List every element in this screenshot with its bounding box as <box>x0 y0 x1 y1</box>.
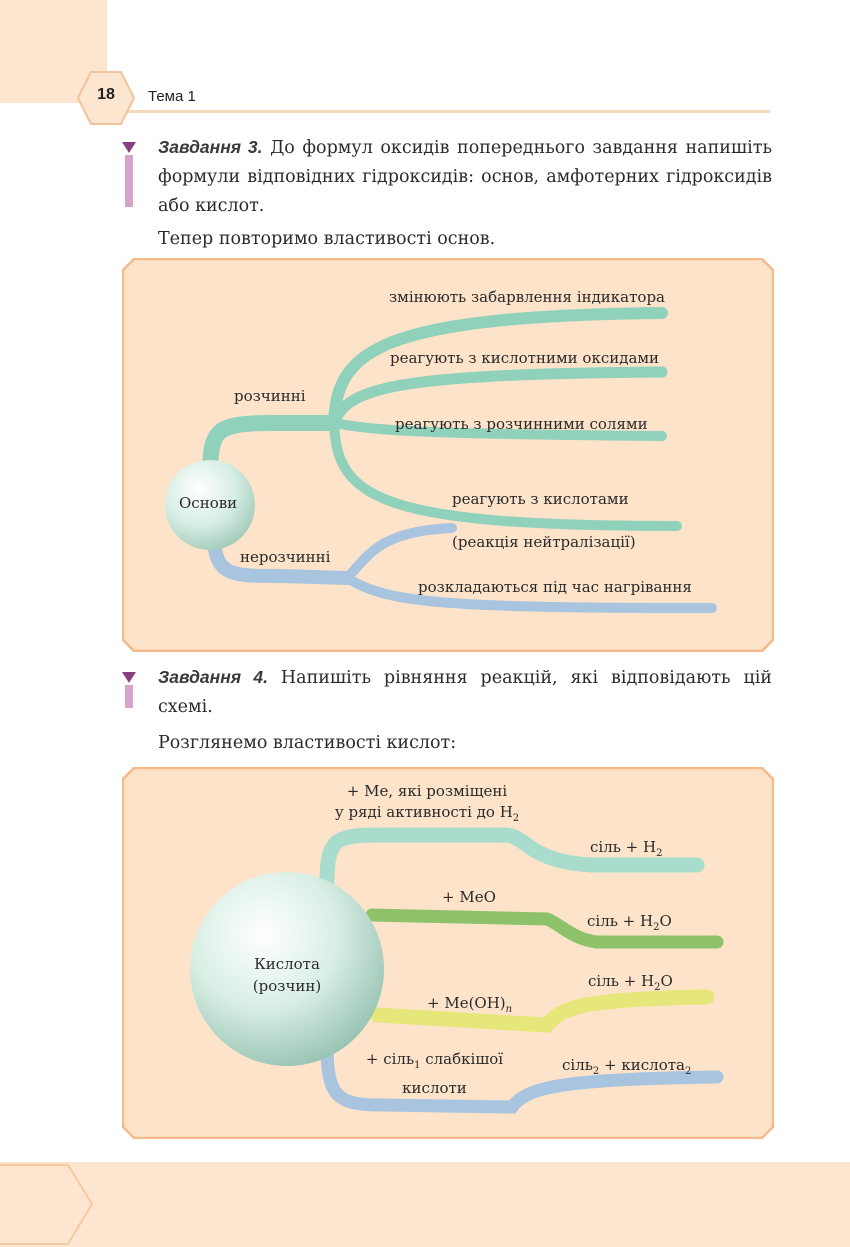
teal-branch-2 <box>328 366 668 429</box>
page-number-hexagon <box>76 71 136 125</box>
property-acid-oxides: реагують з кислотними оксидами <box>390 349 660 367</box>
task4-label: Завдання 4. <box>158 667 268 687</box>
property-acids: реагують з кислотами <box>452 490 629 508</box>
metal-condition-line2: у ряді активності до H2 <box>334 803 520 824</box>
blue-branch-2 <box>342 573 717 613</box>
task3-body: До формул оксидів попереднього завдання … <box>158 138 772 216</box>
bottom-tab-decoration <box>0 1164 94 1245</box>
topic-label: Тема 1 <box>148 88 196 105</box>
soluble-branch <box>202 415 342 474</box>
teal-branch-3 <box>329 418 667 441</box>
metal-hydroxide-label: + Me(OH)n <box>427 994 513 1015</box>
task4-text: Завдання 4. Напишіть рівняння реакцій, я… <box>158 663 772 722</box>
bottom-band <box>0 1162 850 1247</box>
page-number: 18 <box>97 86 115 103</box>
acid-meo-branch <box>365 908 724 949</box>
property-soluble-salts: реагують з розчинними солями <box>395 415 648 433</box>
intro-bases: Тепер повторимо властивості основ. <box>158 229 496 249</box>
acids-diagram: Кислота (розчин) + Ме, які розміщені у р… <box>122 767 774 1139</box>
intro-acids: Розглянемо властивості кислот: <box>158 733 457 753</box>
task3-text: Завдання 3. До формул оксидів попередньо… <box>158 133 772 221</box>
task4-body: Напишіть рівняння реакцій, які відповіда… <box>158 668 772 717</box>
insoluble-branch <box>207 536 354 585</box>
metal-condition-label: + Ме, які розміщені у ряді активності до… <box>312 781 542 829</box>
task3-label: Завдання 3. <box>158 137 263 157</box>
acid-sphere <box>190 872 384 1066</box>
acid-salt-branch <box>320 1038 724 1114</box>
acid-center-line2: (розчин) <box>252 977 322 995</box>
bases-diagram: Основи розчинні нерозчинні змінюють заба… <box>122 258 774 652</box>
product-salt-water-2: сіль + H2O <box>588 972 673 993</box>
metal-condition-line1: + Ме, які розміщені <box>346 782 508 800</box>
acid-me-branch <box>319 827 705 890</box>
product-salt-acid: сіль2 + кислота2 <box>562 1056 692 1077</box>
property-indicator: змінюють забарвлення індикатора <box>389 288 665 306</box>
weaker-acid-salt-label: + сіль1 слабкішої кислоти <box>352 1048 517 1099</box>
product-salt-water-1: сіль + H2O <box>587 912 672 933</box>
bases-sphere <box>165 460 255 550</box>
header-rule <box>107 110 770 113</box>
acid-center-label: Кислота (розчин) <box>242 953 332 997</box>
acids-diagram-graphic <box>122 767 774 1139</box>
property-neutralization: (реакція нейтралізації) <box>452 533 636 551</box>
weaker-acid-salt-line1: + сіль1 слабкішої <box>365 1050 504 1071</box>
bases-diagram-graphic <box>122 258 774 652</box>
insoluble-label: нерозчинні <box>240 548 331 566</box>
bases-center-label: Основи <box>179 494 238 512</box>
weaker-acid-salt-line2: кислоти <box>402 1079 467 1097</box>
metal-oxide-label: + MeO <box>442 888 496 906</box>
product-salt-hydrogen: сіль + H2 <box>590 838 663 859</box>
teal-branch-1 <box>328 307 668 429</box>
task-bar <box>125 685 133 708</box>
blue-branch-1 <box>342 523 457 583</box>
teal-branch-4 <box>329 418 682 531</box>
task-bar <box>125 155 133 207</box>
acid-meoh-branch <box>369 989 715 1033</box>
soluble-label: розчинні <box>234 387 306 405</box>
task-marker-icon <box>122 672 136 683</box>
acid-center-line1: Кислота <box>254 955 320 973</box>
task-marker-icon <box>122 142 136 153</box>
property-decomposition: розкладаються під час нагрівання <box>418 578 692 596</box>
